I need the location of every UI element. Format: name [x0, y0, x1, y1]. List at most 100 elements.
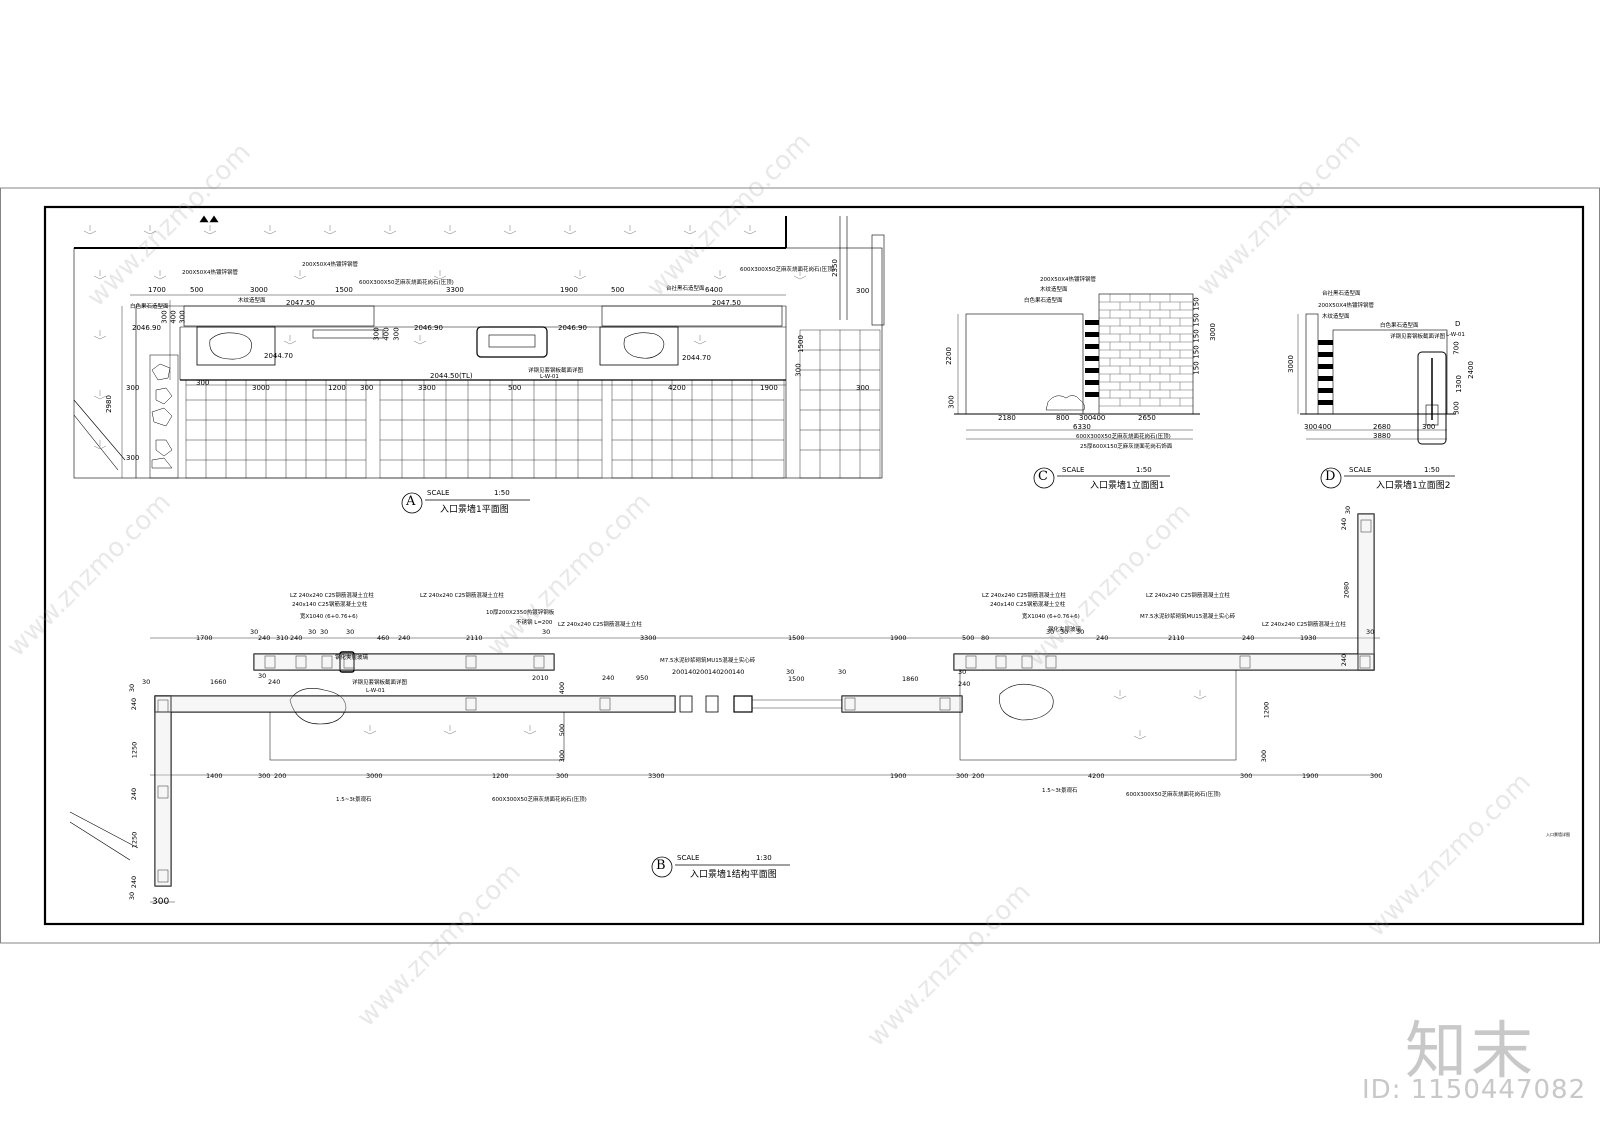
title-b-text: 入口景墙1结构平面图 [690, 870, 777, 880]
dim-text: 300 [372, 327, 381, 341]
dim-text: 300 [1304, 423, 1318, 431]
dim-text: 240 [130, 875, 139, 889]
dim-text: 240 [1340, 517, 1349, 531]
title-c-text: 入口景墙1立面图1 [1090, 481, 1165, 491]
dim-text: 30 [142, 678, 151, 686]
dim-text: 150 [1192, 361, 1201, 375]
dim-text: 1700 [148, 286, 166, 294]
dim-text: 140 [708, 668, 721, 676]
note-text: 200X50X4热镀锌钢管 [1318, 303, 1375, 309]
dim-text: 300 [160, 310, 169, 324]
dim-text: 240 [398, 634, 411, 642]
dim-text: 1400 [206, 772, 223, 780]
note-text: L-W-01 [540, 374, 559, 380]
dim-text: 460 [377, 634, 390, 642]
note-text: M7.5水泥砂浆砌筑MU15混凝土实心砖 [1140, 614, 1236, 620]
dim-text: 300 [196, 379, 210, 387]
title-d-scale-label: SCALE [1349, 466, 1372, 474]
dim-text: 2650 [1138, 414, 1156, 422]
note-text: 木纹造型面 [238, 298, 266, 304]
dim-text: 2110 [466, 634, 483, 642]
dim-text: 1900 [890, 634, 907, 642]
dim-text: 150 [1192, 329, 1201, 343]
dim-text: 200 [972, 772, 985, 780]
dim-text: 3300 [418, 384, 436, 392]
title-a-letter: A [406, 494, 416, 509]
title-b-scale-label: SCALE [677, 854, 700, 862]
dim-text: 150 [1192, 313, 1201, 327]
note-text: 600X300X50芝麻灰烧面花岗石(压顶) [740, 267, 835, 273]
dim-text: 500 [962, 634, 975, 642]
dim-text: 300 [1260, 749, 1269, 763]
note-text: 600X300X50芝麻灰烧面花岗石(压顶) [1076, 434, 1171, 440]
note-text: LZ 240x240 C25钢筋混凝土立柱 [982, 593, 1066, 599]
dim-text: 300 [126, 454, 140, 462]
dim-text: 2180 [998, 414, 1016, 422]
title-a-scale: 1:50 [494, 489, 510, 497]
dim-text: 2980 [104, 395, 113, 413]
dim-text: 400 [1092, 414, 1106, 422]
note-text: 台社黑石造型面 [1322, 291, 1361, 297]
plan-b-fill [155, 514, 1374, 886]
dim-text: 300 [956, 772, 969, 780]
dim-text: 300 [856, 287, 870, 295]
dim-text: 240 [1242, 634, 1255, 642]
dim-text: 800 [1056, 414, 1070, 422]
dim-text: 1700 [196, 634, 213, 642]
dim-text: 300 [558, 749, 567, 763]
dim-text: 1250 [130, 741, 139, 759]
footnote: 入口景墙详图 [1546, 832, 1570, 837]
note-text: 200X50X4热镀锌钢管 [1040, 277, 1097, 283]
callout-letter: D [1455, 320, 1461, 328]
title-c-letter: C [1038, 469, 1048, 484]
dim-text: 3300 [648, 772, 665, 780]
dim-text: 1200 [492, 772, 509, 780]
dim-text: 300 [258, 772, 271, 780]
dim-text: 3300 [640, 634, 657, 642]
note-text: 详钢见套钢板截面详图 [528, 368, 584, 374]
elevation-d [1297, 313, 1456, 445]
dim-text: 500 [611, 286, 625, 294]
note-text: LZ 240x240 C25钢筋混凝土立柱 [290, 593, 374, 599]
dim-text: 30 [1366, 628, 1375, 636]
note-text: 200X50X4热镀锌钢管 [182, 270, 239, 276]
dim-text: 140 [732, 668, 745, 676]
dim-text: 1500 [788, 675, 805, 683]
plan-a-hatch [83, 225, 807, 450]
dim-text: 3300 [446, 286, 464, 294]
dim-text: 30 [786, 668, 795, 676]
dim-text: 6330 [1073, 423, 1091, 431]
dim-text: 500 [558, 723, 567, 737]
note-text: LZ 240x240 C25钢筋混凝土立柱 [1262, 622, 1346, 628]
title-c-scale: 1:50 [1136, 466, 1152, 474]
note-text: 宽X1040 (6+0.76+6) [300, 614, 358, 620]
dim-text: 300 [1079, 414, 1093, 422]
dim-text: 2400 [1466, 361, 1475, 379]
dim-text: 30 [1060, 628, 1069, 636]
dim-text: 300 [1370, 772, 1383, 780]
dim-text: 1660 [210, 678, 227, 686]
note-text: L-W-01 [1446, 332, 1465, 338]
dim-text: 240 [1340, 653, 1349, 667]
dim-text: 1500 [335, 286, 353, 294]
dim-text: 30 [308, 628, 317, 636]
note-text: 木纹造型面 [1322, 314, 1350, 320]
elevation-mark: 2044.70 [264, 352, 293, 360]
note-text: 详钢见套钢板截面详图 [1390, 334, 1446, 340]
dim-text: 200 [274, 772, 287, 780]
dim-text: 300 [126, 384, 140, 392]
dim-text: 240 [290, 634, 303, 642]
note-text: 宽X1040 (6+0.76+6) [1022, 614, 1080, 620]
plan-a [73, 215, 885, 479]
watermark-logo: 知末 [1405, 1014, 1538, 1087]
dim-text: 140 [684, 668, 697, 676]
note-text: 白色果石造型面 [130, 304, 169, 310]
elevation-mark: 2047.50 [286, 299, 315, 307]
dim-text: 240 [130, 787, 139, 801]
dim-text: 1900 [1302, 772, 1319, 780]
plan-a-dim-lines [121, 294, 786, 478]
note-text: 1.5~3t景观石 [1042, 788, 1078, 794]
note-text: 600X300X50芝麻灰烧面花岗石(压顶) [359, 280, 454, 286]
title-a-text: 入口景墙1平面图 [440, 505, 509, 515]
dim-text: 1200 [328, 384, 346, 392]
